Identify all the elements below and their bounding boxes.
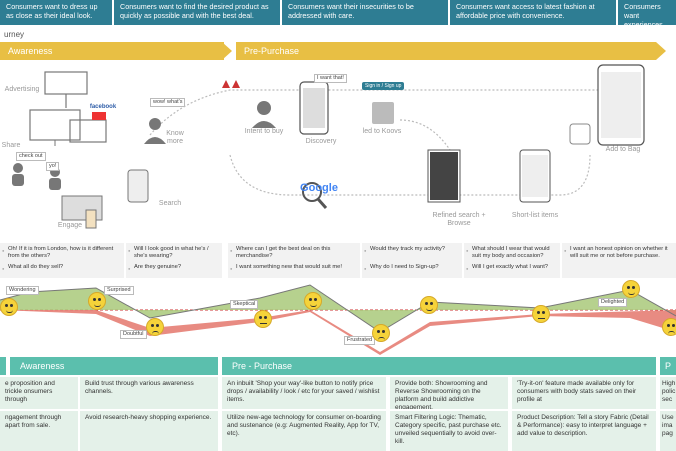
label-refined-search: Refined search + Browse	[432, 212, 486, 227]
label-engage: Engage	[57, 222, 83, 229]
bubble-want-that: I want that!	[314, 74, 347, 83]
emotion-label-surprised: Surprised	[104, 286, 134, 295]
emotion-curve	[0, 284, 676, 355]
emoji-happy	[304, 292, 322, 310]
need-card-3: Consumers want their insecurities to be …	[282, 0, 448, 25]
label-share: Share	[1, 142, 21, 149]
emotion-label-skeptical: Skeptical	[230, 300, 259, 309]
phase-pre-purchase: Pre-Purchase	[236, 42, 656, 60]
cell-r1-c6: High polic sec	[660, 377, 676, 409]
emotion-label-frustrated: Frustrated	[344, 336, 376, 345]
emoji-pleased	[420, 296, 438, 314]
label-led-to: led to Koovs	[362, 128, 402, 135]
google-logo: Google	[300, 182, 338, 194]
label-add-to-bag: Add to Bag	[605, 146, 641, 153]
question-group-4: Would they track my activity? Why do I n…	[362, 243, 462, 278]
emoji-skeptical	[254, 310, 272, 328]
emoji-delighted	[622, 280, 640, 298]
question-group-3: Where can I get the best deal on this me…	[228, 243, 360, 278]
emoji-upset	[662, 318, 676, 336]
cell-r2-c1: ngagement through apart from sale.	[0, 411, 78, 451]
cell-r2-c5: Product Description: Tell a story Fabric…	[512, 411, 656, 451]
cell-r1-c1: e proposition and trickle onsumers throu…	[0, 377, 78, 409]
cell-r1-c2: Build trust through various awareness ch…	[80, 377, 218, 409]
emoji-frustrated	[372, 324, 390, 342]
section-head-awareness: Awareness	[10, 357, 218, 375]
label-intent: Intent to buy	[244, 128, 284, 135]
label-shortlist: Short-list items	[511, 212, 559, 219]
cell-r1-c4: Provide both: Showrooming and Reverse Sh…	[390, 377, 508, 409]
cell-r2-c3: Utilize new-age technology for consumer …	[222, 411, 386, 451]
question-group-2: Will I look good in what he's / she's we…	[126, 243, 222, 278]
section-head-left	[0, 357, 6, 375]
need-card-5: Consumers want experiences.	[618, 0, 676, 25]
phase-arrow-1	[222, 42, 232, 60]
emoji-doubtful	[146, 318, 164, 336]
emoji-neutral	[0, 298, 18, 316]
sign-in-button[interactable]: Sign in / Sign up	[362, 82, 405, 90]
cell-r2-c4: Smart Filtering Logic: Thematic, Categor…	[390, 411, 508, 451]
label-advertising: Advertising	[4, 86, 40, 93]
journey-title: urney	[4, 30, 25, 39]
touchpoint-diagram	[12, 64, 645, 229]
question-group-1: Oh! If it is from London, how is it diff…	[0, 243, 124, 278]
cell-r1-c5: 'Try-it-on' feature made available only …	[512, 377, 656, 409]
question-group-5: What should I wear that would suit my bo…	[464, 243, 560, 278]
section-head-post: P	[660, 357, 676, 375]
emotion-label-doubtful: Doubtful	[120, 330, 147, 339]
bubble-yo: yo!	[46, 162, 60, 171]
cell-r1-c3: An inbuilt 'Shop your way'-like button t…	[222, 377, 386, 409]
need-card-1: Consumers want to dress up as close as t…	[0, 0, 112, 25]
label-search: Search	[158, 200, 182, 207]
need-card-4: Consumers want access to latest fashion …	[450, 0, 616, 25]
emoji-surprised	[88, 292, 106, 310]
bubble-wow: wow! what's	[150, 98, 186, 107]
label-know-more: Know more	[166, 130, 184, 145]
phase-awareness: Awareness	[0, 42, 224, 60]
emoji-thinking	[532, 305, 550, 323]
cell-r2-c6: Use ima pag	[660, 411, 676, 451]
cell-r2-c2: Avoid research-heavy shopping experience…	[80, 411, 218, 451]
section-head-pre-purchase: Pre - Purchase	[222, 357, 656, 375]
label-facebook: facebook	[89, 104, 117, 110]
question-group-6: I want an honest opinion on whether it w…	[562, 243, 676, 278]
bubble-check-out: check out	[16, 152, 46, 161]
emotion-label-delighted: Delighted	[598, 298, 628, 307]
need-card-2: Consumers want to find the desired produ…	[114, 0, 280, 25]
emotion-label-wondering: Wondering	[6, 286, 39, 295]
phase-arrow-2	[656, 42, 666, 60]
label-discovery: Discovery	[305, 138, 337, 145]
